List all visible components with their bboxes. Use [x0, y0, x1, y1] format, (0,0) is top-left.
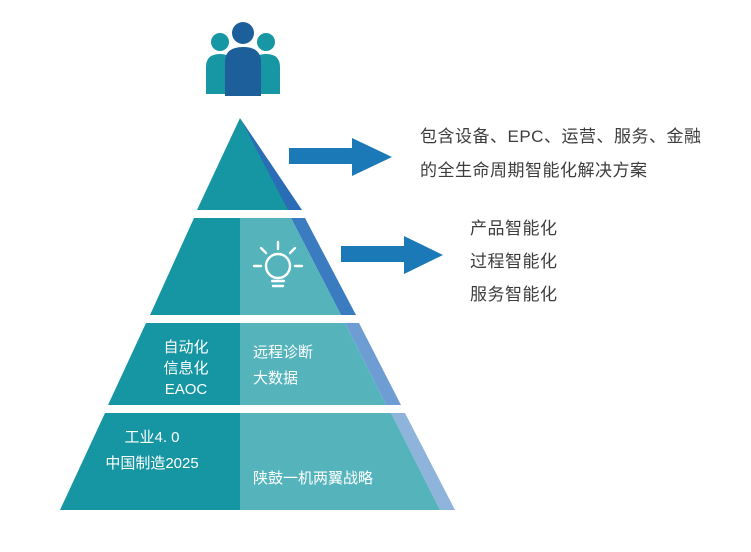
- annotation-smart-line1: 产品智能化: [470, 219, 558, 238]
- pyramid-side-layer1: [240, 118, 302, 210]
- arrow-middle-icon: [341, 236, 443, 274]
- pyramid-layer2-left: [150, 218, 240, 315]
- annotation-smart-line3: 服务智能化: [470, 285, 558, 304]
- lightbulb-ray-upright: [288, 246, 297, 255]
- pyramid-layer3-right: [240, 323, 386, 405]
- person-middle-head: [232, 22, 254, 44]
- pyramid-layer4-right: [240, 413, 440, 510]
- annotation-solution-line2: 的全生命周期智能化解决方案: [420, 161, 648, 180]
- layer4-left-line1: 工业4. 0: [124, 429, 179, 446]
- pyramid-layer3-left: [108, 323, 240, 405]
- annotation-solution-line1: 包含设备、EPC、运营、服务、金融: [420, 127, 701, 146]
- layer4-right-line1: 陕鼓一机两翼战略: [253, 470, 373, 487]
- lightbulb-globe: [264, 252, 292, 280]
- pyramid-side-layer2: [291, 218, 356, 315]
- person-left-head: [211, 33, 229, 51]
- person-right-head: [257, 33, 275, 51]
- pyramid-layer4-left: [60, 413, 240, 510]
- layer3-left-line1: 自动化: [163, 339, 208, 356]
- person-middle-body: [225, 47, 261, 96]
- pyramid-side-layer4: [391, 413, 455, 510]
- arrow-top-icon: [289, 138, 392, 176]
- layer3-right-line1: 远程诊断: [253, 344, 313, 361]
- team-icon: [206, 22, 280, 96]
- lightbulb-ray-upleft: [259, 246, 268, 255]
- layer3-left-line2: 信息化: [163, 360, 208, 377]
- pyramid-layer1-apex: [197, 118, 288, 210]
- lightbulb-icon: [252, 240, 304, 288]
- layer3-right-line2: 大数据: [253, 370, 298, 387]
- annotation-smart-line2: 过程智能化: [470, 252, 558, 271]
- pyramid-side-layer3: [345, 323, 401, 405]
- layer4-left-line2: 中国制造2025: [105, 455, 198, 472]
- layer3-left-line3: EAOC: [165, 381, 208, 398]
